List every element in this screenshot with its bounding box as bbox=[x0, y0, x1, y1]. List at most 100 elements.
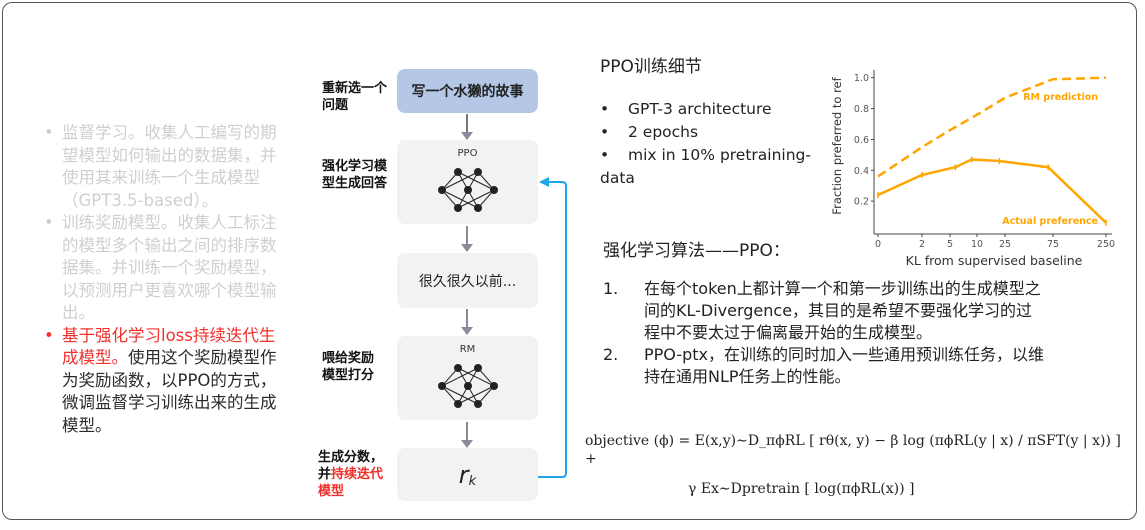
bullet-dot: • bbox=[44, 123, 54, 142]
label-prefix: 生成分数，并 bbox=[318, 450, 384, 482]
slide-frame bbox=[2, 2, 1137, 520]
nn-node bbox=[463, 186, 472, 194]
nn-node bbox=[473, 204, 482, 212]
rm-model-box: RM bbox=[397, 336, 538, 420]
x-tick-label: 25 bbox=[999, 239, 1011, 250]
nn-edge bbox=[441, 189, 478, 209]
flow-label-generate: 强化学习模型生成回答 bbox=[322, 159, 388, 191]
nn-edge bbox=[477, 367, 494, 387]
item-text: 在每个token上都计算一个和第一步训练出的生成模型之间的KL-Divergen… bbox=[644, 279, 1041, 342]
item-number: 2. bbox=[603, 345, 619, 364]
arrow-down bbox=[461, 114, 473, 140]
nn-node bbox=[473, 364, 482, 372]
x-tick-label: 250 bbox=[1097, 239, 1115, 250]
y-tick-label: 0.6 bbox=[854, 135, 869, 146]
nn-edge bbox=[457, 189, 494, 209]
nn-edge bbox=[457, 385, 494, 405]
nn-edge bbox=[477, 385, 494, 405]
detail-text: GPT-3 architecture bbox=[628, 100, 772, 118]
bullet-reward-model: • 训练奖励模型。收集人工标注的模型多个输出之间的排序数据集。并训练一个奖励模型，… bbox=[42, 212, 282, 325]
nn-node bbox=[463, 382, 472, 390]
nn-edge bbox=[441, 367, 458, 387]
y-tick-label: 1.0 bbox=[854, 73, 869, 84]
nn-edge bbox=[441, 171, 478, 191]
x-tick-label: 2 bbox=[919, 239, 925, 250]
bullet-text: 监督学习。收集人工编写的期望模型如何输出的数据集，并使用其来训练一个生成模型（G… bbox=[62, 123, 277, 210]
algorithm-item: 1.在每个token上都计算一个和第一步训练出的生成模型之间的KL-Diverg… bbox=[603, 278, 1048, 344]
preference-chart: Fraction preferred to ref KL from superv… bbox=[830, 70, 1115, 268]
x-tick-label: 10 bbox=[971, 239, 983, 250]
series-line-rm-prediction bbox=[877, 76, 1107, 178]
arrow-down bbox=[461, 309, 473, 335]
flow-label-select: 重新选一个问题 bbox=[322, 81, 388, 113]
algorithm-list: 1.在每个token上都计算一个和第一步训练出的生成模型之间的KL-Diverg… bbox=[603, 278, 1048, 388]
x-axis-label: KL from supervised baseline bbox=[906, 253, 1083, 268]
detail-text: mix in 10% pretraining-data bbox=[600, 146, 811, 187]
x-tick-label: 0 bbox=[875, 239, 881, 250]
y-tick-label: 0.2 bbox=[854, 197, 869, 208]
left-bullet-list: • 监督学习。收集人工编写的期望模型如何输出的数据集，并使用其来训练一个生成模型（… bbox=[42, 122, 282, 437]
nn-node bbox=[473, 400, 482, 408]
label-highlight: 持续迭代模型 bbox=[318, 467, 384, 499]
arrow-down bbox=[461, 422, 473, 448]
nn-edge bbox=[457, 367, 494, 387]
output-text: 很久很久以前... bbox=[418, 273, 517, 290]
ppo-label: PPO bbox=[457, 148, 478, 159]
loop-arrow bbox=[538, 177, 567, 478]
neural-network-icon bbox=[437, 364, 498, 408]
y-tick-label: 0.4 bbox=[854, 166, 869, 177]
y-axis-label: Fraction preferred to ref bbox=[830, 76, 844, 214]
x-tick-label: 5 bbox=[947, 239, 953, 250]
nn-node bbox=[453, 364, 462, 372]
nn-node bbox=[489, 382, 498, 390]
formula-line-2: γ Ex∼Dpretrain [ log(πϕRL(x)) ] bbox=[688, 481, 915, 497]
formula-line-1: objective (ϕ) = E(x,y)∼D_πϕRL [ rθ(x, y)… bbox=[585, 433, 1121, 467]
series-label: RM prediction bbox=[1023, 92, 1098, 103]
nn-edge bbox=[441, 367, 478, 387]
reward-symbol: r bbox=[458, 460, 469, 489]
bullet-supervised: • 监督学习。收集人工编写的期望模型如何输出的数据集，并使用其来训练一个生成模型（… bbox=[42, 122, 282, 212]
nn-edge bbox=[441, 171, 458, 191]
bullet-text: 训练奖励模型。收集人工标注的模型多个输出之间的排序数据集。并训练一个奖励模型，以… bbox=[62, 213, 277, 322]
nn-edge bbox=[477, 189, 494, 209]
bullet-dot: • bbox=[44, 213, 54, 232]
series-label: Actual preference bbox=[1002, 216, 1098, 227]
neural-network-icon bbox=[437, 168, 498, 212]
nn-node bbox=[453, 168, 462, 176]
prompt-box: 写一个水獭的故事 bbox=[397, 69, 538, 113]
bullet-highlight: 基于强化学习loss持续迭代生成模型。 bbox=[62, 325, 276, 368]
output-box: 很久很久以前... bbox=[397, 253, 538, 308]
detail-item: •GPT-3 architecture bbox=[600, 100, 772, 118]
bullet-rl: • 基于强化学习loss持续迭代生成模型。使用这个奖励模型作为奖励函数，以PPO的… bbox=[42, 325, 282, 438]
bullet-dot: • bbox=[44, 325, 54, 345]
nn-node bbox=[453, 400, 462, 408]
detail-text: 2 epochs bbox=[628, 123, 699, 141]
nn-edge bbox=[457, 171, 494, 191]
flow-label-iterate: 生成分数，并持续迭代模型 bbox=[318, 449, 390, 500]
nn-edge bbox=[477, 171, 494, 191]
prompt-text: 写一个水獭的故事 bbox=[411, 84, 524, 100]
bullet-text: 使用这个奖励模型作为奖励函数，以PPO的方式，微调监督学习训练出来的生成模型。 bbox=[62, 348, 277, 435]
details-title: PPO训练细节 bbox=[600, 57, 702, 77]
rm-label: RM bbox=[459, 344, 476, 355]
details-bullets: •GPT-3 architecture •2 epochs •mix in 10… bbox=[600, 98, 825, 190]
detail-item: •mix in 10% pretraining-data bbox=[600, 146, 811, 187]
x-tick-label: 75 bbox=[1047, 239, 1059, 250]
nn-edge bbox=[441, 385, 458, 405]
nn-node bbox=[453, 204, 462, 212]
nn-node bbox=[473, 168, 482, 176]
nn-edge bbox=[441, 189, 458, 209]
reward-subscript: k bbox=[468, 474, 477, 489]
nn-node bbox=[437, 382, 446, 390]
arrow-down bbox=[461, 226, 473, 252]
ppo-model-box: PPO bbox=[397, 140, 538, 224]
nn-edge bbox=[441, 385, 478, 405]
series-line-actual-preference bbox=[877, 158, 1107, 224]
algorithm-title: 强化学习算法——PPO： bbox=[603, 241, 790, 261]
nn-node bbox=[437, 186, 446, 194]
algorithm-item: 2.PPO-ptx，在训练的同时加入一些通用预训练任务，以维持在通用NLP任务上… bbox=[603, 344, 1048, 388]
detail-item: •2 epochs bbox=[600, 123, 699, 141]
y-tick-label: 0.8 bbox=[854, 104, 869, 115]
nn-node bbox=[489, 186, 498, 194]
